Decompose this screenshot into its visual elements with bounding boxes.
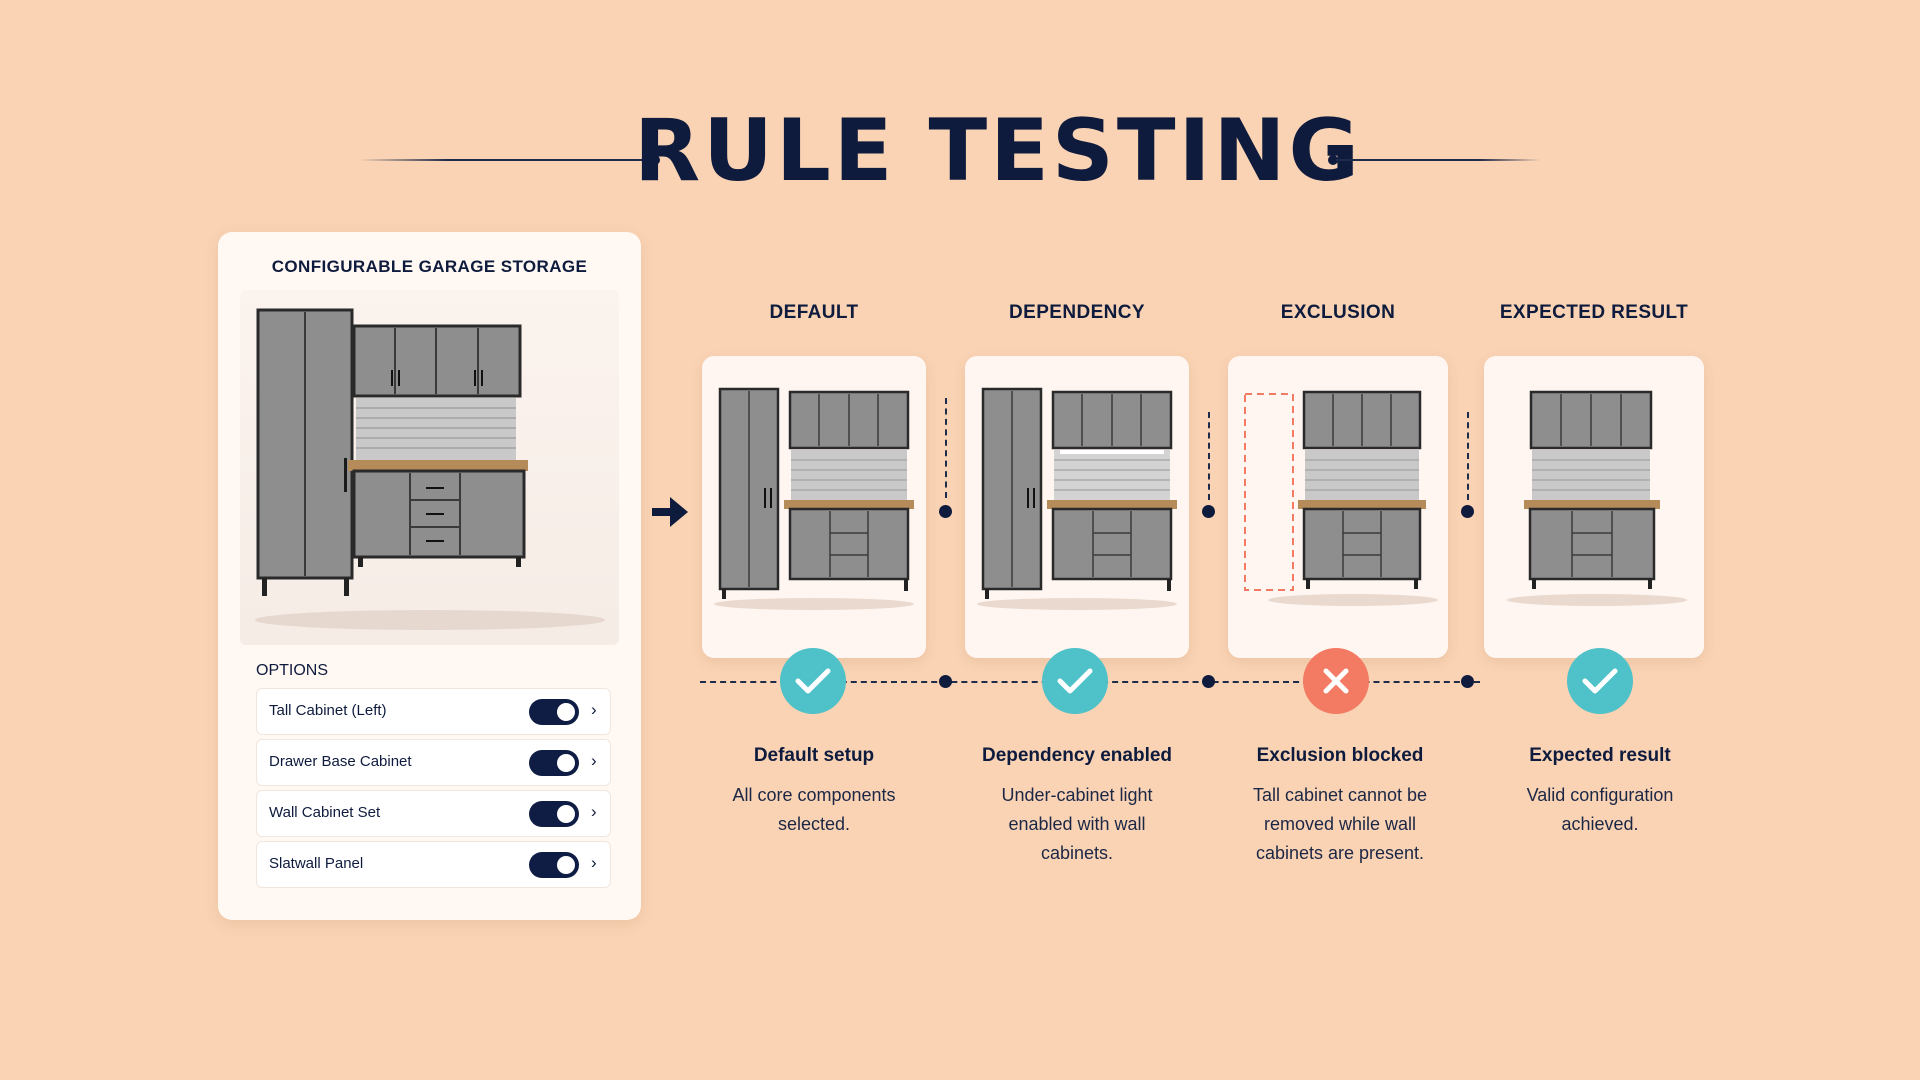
toggle-knob bbox=[557, 805, 575, 823]
desc-line: Tall cabinet cannot be bbox=[1252, 785, 1428, 805]
connector-line bbox=[1208, 412, 1210, 500]
cabinet-exclusion-image bbox=[1244, 390, 1438, 606]
desc-line: Valid configuration bbox=[1526, 785, 1674, 805]
cabinet-expected-image bbox=[1507, 390, 1687, 606]
step-header-dependency: DEPENDENCY bbox=[1009, 302, 1145, 323]
step-title-exclusion: Exclusion blocked bbox=[1256, 745, 1424, 766]
step-title-default: Default setup bbox=[753, 745, 875, 766]
step-header-default: DEFAULT bbox=[769, 302, 859, 323]
option-toggle-tall-cabinet[interactable] bbox=[529, 699, 579, 725]
option-label: Slatwall Panel bbox=[269, 855, 364, 872]
option-row-drawer-base: Drawer Base Cabinet › bbox=[256, 739, 611, 786]
step-desc-exclusion: Tall cabinet cannot be removed while wal… bbox=[1208, 781, 1472, 868]
step-title-dependency: Dependency enabled bbox=[981, 745, 1173, 766]
check-icon bbox=[1567, 648, 1633, 714]
option-toggle-wall-cabinet[interactable] bbox=[529, 801, 579, 827]
step-card-default bbox=[702, 356, 926, 658]
panel-title: CONFIGURABLE GARAGE STORAGE bbox=[271, 257, 588, 276]
desc-line: removed while wall bbox=[1263, 814, 1417, 834]
title-line-right bbox=[1336, 159, 1540, 161]
option-row-slatwall: Slatwall Panel › bbox=[256, 841, 611, 888]
chevron-right-icon[interactable]: › bbox=[591, 853, 597, 872]
step-desc-dependency: Under-cabinet light enabled with wall ca… bbox=[945, 781, 1209, 868]
chevron-right-icon[interactable]: › bbox=[591, 700, 597, 719]
timeline-dot bbox=[1202, 675, 1215, 688]
title-dot-left bbox=[650, 155, 660, 165]
step-card-dependency bbox=[965, 356, 1189, 658]
timeline-dot bbox=[1461, 675, 1474, 688]
connector-dot bbox=[1461, 505, 1474, 518]
toggle-knob bbox=[557, 703, 575, 721]
toggle-knob bbox=[557, 754, 575, 772]
option-row-wall-cabinet: Wall Cabinet Set › bbox=[256, 790, 611, 837]
cabinet-dependency-image bbox=[977, 387, 1177, 610]
desc-line: selected. bbox=[777, 814, 851, 834]
chevron-right-icon[interactable]: › bbox=[591, 751, 597, 770]
option-toggle-drawer-base[interactable] bbox=[529, 750, 579, 776]
option-label: Drawer Base Cabinet bbox=[269, 753, 412, 770]
desc-line: achieved. bbox=[1561, 814, 1639, 834]
step-card-exclusion bbox=[1228, 356, 1448, 658]
timeline-dot bbox=[939, 675, 952, 688]
connector-line bbox=[945, 398, 947, 498]
x-icon bbox=[1303, 648, 1369, 714]
connector-dot bbox=[1202, 505, 1215, 518]
desc-line: Under-cabinet light bbox=[1001, 785, 1153, 805]
configurator-panel: CONFIGURABLE GARAGE STORAGE bbox=[218, 232, 641, 920]
step-title-expected: Expected result bbox=[1529, 745, 1671, 766]
option-label: Tall Cabinet (Left) bbox=[269, 702, 387, 719]
chevron-right-icon[interactable]: › bbox=[591, 802, 597, 821]
toggle-knob bbox=[557, 856, 575, 874]
step-desc-default: All core components selected. bbox=[682, 781, 946, 839]
step-header-expected: EXPECTED RESULT bbox=[1499, 302, 1689, 323]
arrow-right-icon bbox=[650, 494, 690, 535]
step-desc-expected: Valid configuration achieved. bbox=[1468, 781, 1732, 839]
check-icon bbox=[780, 648, 846, 714]
step-card-expected bbox=[1484, 356, 1704, 658]
garage-storage-image bbox=[240, 290, 619, 645]
desc-line: All core components bbox=[732, 785, 896, 805]
desc-line: enabled with wall bbox=[1008, 814, 1146, 834]
desc-line: cabinets. bbox=[1040, 843, 1114, 863]
option-row-tall-cabinet: Tall Cabinet (Left) › bbox=[256, 688, 611, 735]
desc-line: cabinets are present. bbox=[1255, 843, 1425, 863]
option-toggle-slatwall[interactable] bbox=[529, 852, 579, 878]
title-line-left bbox=[360, 159, 654, 161]
title-dot-right bbox=[1328, 155, 1338, 165]
options-heading: OPTIONS bbox=[256, 662, 329, 679]
step-header-exclusion: EXCLUSION bbox=[1280, 302, 1396, 323]
page-title: RULE TESTING bbox=[633, 101, 1363, 201]
connector-line bbox=[1467, 412, 1469, 500]
check-icon bbox=[1042, 648, 1108, 714]
cabinet-default-image bbox=[714, 387, 914, 610]
option-label: Wall Cabinet Set bbox=[269, 804, 381, 821]
connector-dot bbox=[939, 505, 952, 518]
